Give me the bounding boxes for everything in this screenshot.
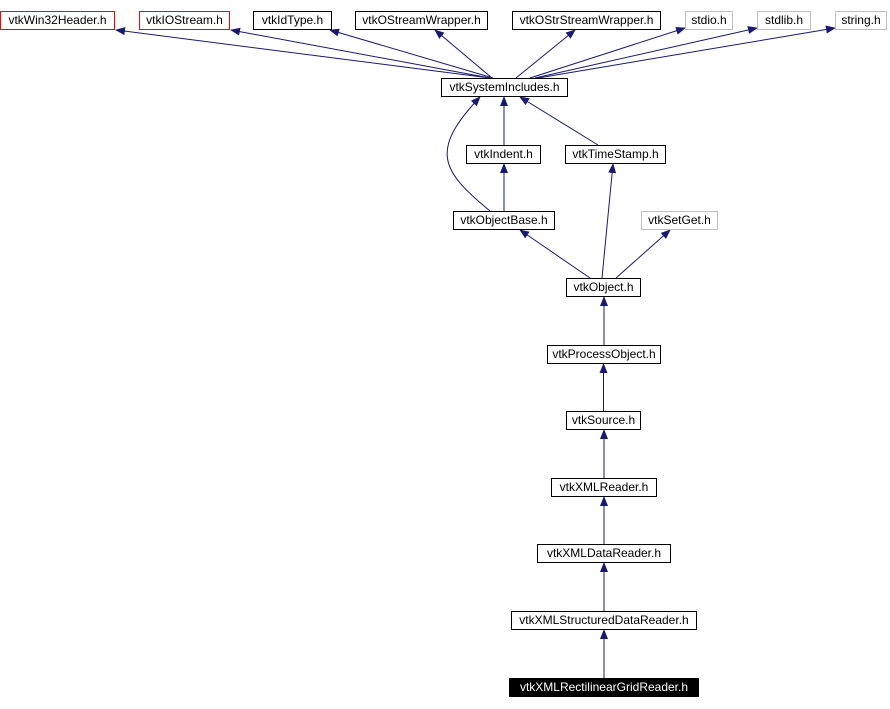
node-setget[interactable]: vtkSetGet.h	[641, 211, 718, 230]
node-processobject[interactable]: vtkProcessObject.h	[547, 345, 661, 364]
node-object[interactable]: vtkObject.h	[566, 278, 641, 297]
node-source[interactable]: vtkSource.h	[566, 411, 641, 430]
node-win32[interactable]: vtkWin32Header.h	[0, 11, 115, 30]
node-iostream[interactable]: vtkIOStream.h	[139, 11, 230, 30]
edge-systemincludes-to-stdlib	[534, 26, 758, 79]
node-xmlreader[interactable]: vtkXMLReader.h	[551, 478, 657, 497]
node-objectbase[interactable]: vtkObjectBase.h	[453, 211, 555, 230]
edge-timestamp-to-systemincludes	[519, 96, 599, 146]
edge-systemincludes-to-ostrstreamwrapper	[515, 29, 576, 79]
node-stdlib[interactable]: stdlib.h	[757, 11, 811, 30]
node-indent[interactable]: vtkIndent.h	[466, 145, 541, 164]
node-stdio[interactable]: stdio.h	[685, 11, 733, 30]
node-systemincludes[interactable]: vtkSystemIncludes.h	[441, 78, 568, 97]
node-ostreamwrapper[interactable]: vtkOStreamWrapper.h	[355, 11, 488, 30]
edge-systemincludes-to-stdio	[529, 26, 686, 79]
edge-systemincludes-to-ostreamwrapper	[434, 29, 493, 79]
node-xmlstructureddatareader[interactable]: vtkXMLStructuredDataReader.h	[511, 611, 697, 630]
edge-object-to-objectbase	[519, 229, 591, 279]
node-timestamp[interactable]: vtkTimeStamp.h	[565, 145, 666, 164]
edge-systemincludes-to-idtype	[329, 28, 494, 79]
node-idtype[interactable]: vtkIdType.h	[253, 11, 332, 30]
edge-systemincludes-to-iostream	[230, 27, 491, 79]
edge-object-to-timestamp	[601, 163, 617, 279]
node-ostrstreamwrapper[interactable]: vtkOStrStreamWrapper.h	[512, 11, 661, 30]
edge-objectbase-to-systemincludes	[446, 96, 491, 212]
node-string[interactable]: string.h	[835, 11, 887, 30]
edge-object-to-setget	[615, 229, 671, 279]
edge-systemincludes-to-string	[537, 25, 836, 79]
node-xmlrectilineargridreader[interactable]: vtkXMLRectilinearGridReader.h	[509, 678, 699, 697]
edge-systemincludes-to-win32	[115, 27, 491, 79]
node-xmldatareader[interactable]: vtkXMLDataReader.h	[537, 544, 671, 563]
